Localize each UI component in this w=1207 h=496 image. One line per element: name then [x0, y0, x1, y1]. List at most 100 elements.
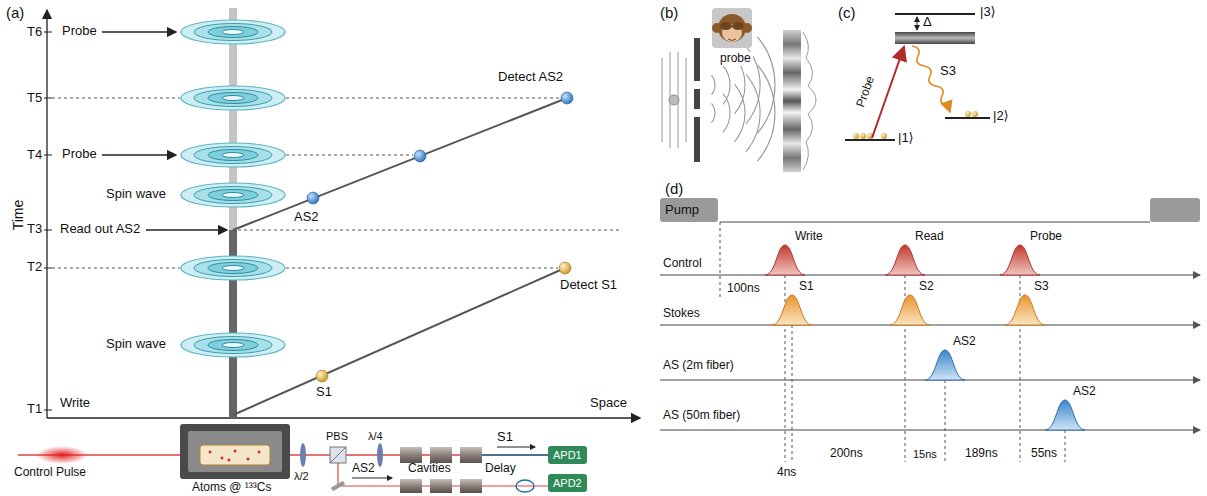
- double-slit-sketch: [685, 58, 686, 142]
- spin-wave: [181, 20, 285, 44]
- text-label: 15ns: [913, 448, 937, 461]
- optical-setup: [200, 445, 270, 465]
- text-label: Control Pulse: [14, 466, 86, 480]
- text-label: PBS: [326, 430, 348, 443]
- double-slit-sketch: [712, 37, 775, 161]
- node-text: APD1: [553, 449, 582, 461]
- text-label: λ/2: [294, 470, 309, 483]
- optical-setup: [300, 443, 306, 467]
- double-slit-sketch: [694, 89, 700, 109]
- text-label: Δ: [923, 15, 932, 30]
- event-arrows: [102, 154, 176, 155]
- event-arrows: [146, 229, 227, 230]
- text-label: Write: [60, 396, 90, 411]
- text-label: Probe: [62, 147, 97, 162]
- time-dashed-lines: [52, 98, 180, 99]
- text-label: (b): [660, 4, 678, 21]
- timing-baselines: [660, 222, 1200, 430]
- double-slit-sketch: [746, 74, 760, 151]
- timing-dashed-lines: [720, 222, 1065, 462]
- spin-wave: [181, 256, 285, 280]
- text-label: Probe: [62, 24, 97, 39]
- time-space-axes: [44, 155, 52, 156]
- timing-dashed-lines: [1020, 245, 1021, 462]
- time-space-axes: [47, 417, 640, 418]
- text-label: AS2: [953, 335, 976, 349]
- text-label: Read out AS2: [60, 222, 140, 237]
- text-label: AS (50m fiber): [663, 409, 740, 423]
- text-label: Read: [915, 230, 944, 244]
- optical-setup: [400, 479, 422, 493]
- node-text: APD2: [553, 477, 582, 489]
- optical-setup: [330, 447, 346, 463]
- optical-setup: [497, 446, 535, 447]
- energy-levels: [860, 133, 866, 139]
- optical-setup: [18, 424, 548, 493]
- double-slit-sketch: [803, 32, 816, 170]
- text-label: S3: [1034, 280, 1049, 294]
- text-label: T6: [27, 25, 42, 40]
- optical-setup: [482, 454, 548, 456]
- text-label: Detect S1: [560, 278, 617, 293]
- text-label: Spin wave: [106, 337, 166, 352]
- text-label: AS2: [294, 210, 319, 225]
- text-label: S1: [497, 430, 513, 445]
- text-label: T4: [27, 148, 42, 163]
- double-slit-sketch: [712, 75, 715, 94]
- text-label: AS2: [352, 462, 375, 476]
- text-label: AS2: [1073, 385, 1096, 399]
- text-label: (a): [6, 4, 24, 21]
- double-slit-sketch: [783, 30, 801, 172]
- text-label: 55ns: [1031, 447, 1057, 461]
- time-space-axes: [44, 10, 640, 418]
- time-space-axes: [44, 410, 52, 411]
- text-label: Probe: [854, 75, 878, 110]
- optical-setup: [430, 447, 452, 463]
- timing-dashed-lines: [785, 245, 786, 462]
- detector-box: APD1: [548, 446, 587, 464]
- optical-pulses: [1045, 400, 1085, 430]
- text-label: S1: [316, 385, 332, 400]
- time-space-axes: [44, 230, 52, 231]
- optical-setup: [247, 458, 250, 461]
- spin-wave: [181, 20, 285, 357]
- pump-pulse: [1150, 198, 1200, 222]
- time-dashed-lines: [52, 268, 180, 269]
- double-slit-sketch: [694, 38, 700, 81]
- text-label: Write: [795, 230, 823, 244]
- text-label: Space: [590, 396, 627, 411]
- spin-wave: [181, 143, 285, 167]
- double-slit-sketch: [712, 8, 752, 48]
- text-label: Delay: [485, 462, 516, 476]
- time-space-axes: [46, 10, 47, 418]
- double-slit-sketch: [735, 84, 746, 142]
- time-space-axes: [44, 98, 52, 99]
- text-label: Atoms @ ¹³³Cs: [192, 481, 272, 495]
- double-slit-sketch: [669, 95, 679, 105]
- photon-dots: [307, 192, 319, 204]
- text-label: |2⟩: [993, 109, 1009, 124]
- optical-pulses: [890, 295, 930, 325]
- spin-wave: [181, 333, 285, 357]
- time-dashed-lines: [286, 155, 413, 156]
- photon-worldlines: [233, 98, 567, 415]
- optical-setup: [36, 446, 88, 464]
- text-label: Stokes: [663, 307, 700, 321]
- optical-setup: [221, 457, 224, 460]
- energy-levels: [872, 47, 904, 138]
- double-slit-sketch: [732, 22, 744, 30]
- optical-setup: [352, 477, 392, 478]
- text-label: 189ns: [965, 447, 998, 461]
- timing-baselines: [720, 222, 1150, 223]
- double-slit-sketch: [757, 65, 775, 161]
- energy-levels: [853, 133, 859, 139]
- time-space-axes: [44, 268, 52, 269]
- event-arrows: [102, 31, 176, 32]
- spin-wave: [181, 86, 285, 110]
- optical-setup: [400, 447, 422, 463]
- optical-setup: [234, 450, 237, 453]
- double-slit-sketch: [720, 22, 732, 30]
- optical-pulses: [885, 245, 925, 275]
- optical-setup: [377, 443, 383, 467]
